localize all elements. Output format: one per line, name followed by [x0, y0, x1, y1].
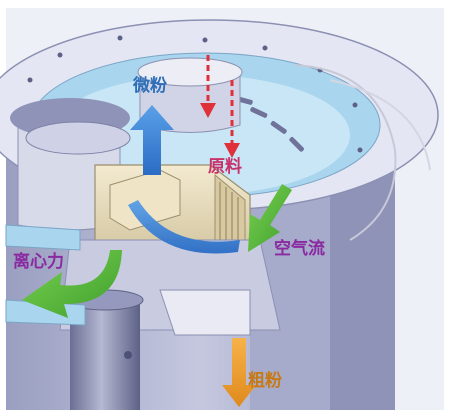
left-blue-ring — [5, 224, 81, 251]
fine-powder-label: 微粉 — [133, 76, 167, 96]
left-cylinder-opening — [25, 121, 131, 155]
raw-material-arrow — [206, 55, 234, 145]
guide-arc — [294, 64, 397, 241]
centrifugal-force-arrow — [22, 250, 122, 318]
fine-powder-arrow — [130, 105, 174, 175]
upper-cylinder-top — [137, 57, 243, 87]
centrifugal-force-label: 离心力 — [13, 252, 64, 272]
airflow-arrow — [248, 184, 292, 252]
raw-material-arrowhead-1 — [200, 103, 216, 118]
coarse-powder-arrow — [222, 338, 256, 407]
outlet-channel — [159, 289, 251, 336]
guide-arc-2 — [329, 79, 431, 171]
shaft-hole — [124, 351, 132, 359]
flange-bolt-holes — [27, 35, 363, 153]
guide-vane-slots — [234, 96, 304, 152]
coarse-powder-label: 粗粉 — [248, 371, 282, 391]
main-shaft — [70, 300, 140, 410]
airflow-label: 空气流 — [274, 239, 325, 259]
raw-material-label: 原料 — [208, 157, 242, 177]
raw-material-arrowhead-2 — [224, 143, 240, 158]
fine-powder-swirl — [128, 200, 240, 254]
